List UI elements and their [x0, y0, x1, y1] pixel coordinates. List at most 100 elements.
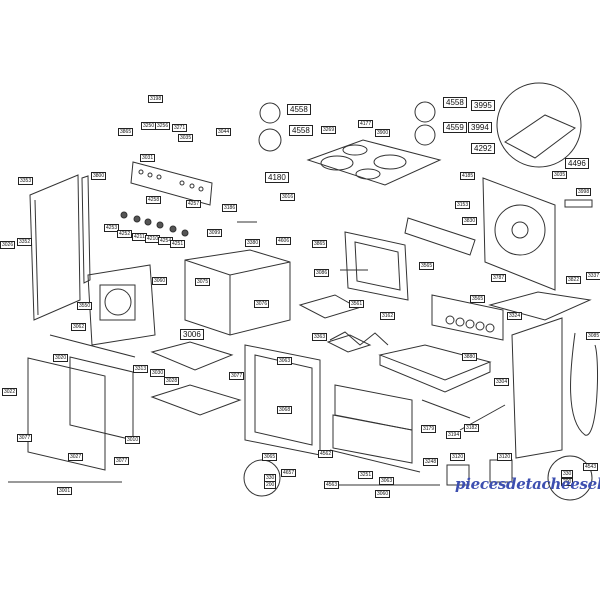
knobs [120, 211, 189, 237]
part-label: 3063 [379, 477, 395, 485]
part-label: 3026 [0, 241, 16, 249]
part-label: 4558 [289, 125, 313, 136]
power-cable [570, 332, 598, 436]
part-label: 4292 [471, 143, 495, 154]
part-label: 4543 [583, 463, 599, 471]
part-label: 3006 [180, 329, 204, 340]
part-label: 200 [561, 478, 574, 486]
part-label: 3353 [18, 177, 34, 185]
part-label: 4558 [443, 97, 467, 108]
top-frame [344, 231, 409, 301]
part-label: 3324 [507, 312, 523, 320]
left-side-frame [29, 174, 91, 321]
part-label: 3865 [118, 128, 134, 136]
part-label: 3880 [462, 353, 478, 361]
fan-cover [87, 264, 156, 346]
part-label: 3865 [312, 240, 328, 248]
rear-plate [404, 217, 476, 256]
pcb-detail-circle [496, 82, 582, 168]
part-label: 3256 [155, 122, 171, 130]
part-label: 3120 [450, 453, 466, 461]
part-label: 200 [264, 481, 277, 489]
part-label: 3022 [2, 388, 18, 396]
part-label: 4251 [170, 240, 186, 248]
part-label: 3186 [222, 204, 238, 212]
part-label: 3304 [494, 378, 510, 386]
part-label: 3182 [464, 424, 480, 432]
part-label: 3031 [140, 154, 156, 162]
part-label: 3198 [148, 95, 164, 103]
part-label: 3995 [471, 100, 495, 111]
part-label: 4177 [358, 120, 374, 128]
drawer-front [332, 384, 413, 464]
part-label: 3028 [164, 377, 180, 385]
part-label: 3565 [419, 262, 435, 270]
part-label: 3044 [216, 128, 232, 136]
watermark: piecesdetacheeselec.com [455, 475, 600, 493]
part-label: 3085 [586, 332, 600, 340]
part-label: 3035 [552, 171, 568, 179]
part-label: 3337 [586, 272, 600, 280]
part-label: 3550 [77, 302, 93, 310]
oven-cavity [184, 249, 291, 336]
part-label: 3030 [150, 369, 166, 377]
part-label: 3063 [277, 357, 293, 365]
part-label: 3060 [152, 277, 168, 285]
part-label: 3010 [125, 436, 141, 444]
back-panel-fan [482, 177, 556, 291]
blank-label-box [564, 199, 593, 208]
part-label: 3060 [375, 490, 391, 498]
part-label: 4559 [443, 122, 467, 133]
part-label: 4185 [460, 172, 476, 180]
part-label: 3027 [68, 453, 84, 461]
part-label: 4496 [565, 158, 589, 169]
part-label: 3035 [178, 134, 194, 142]
part-label: 3086 [314, 269, 330, 277]
burner-rings [258, 101, 436, 152]
part-label: 3248 [423, 458, 439, 466]
part-label: 3565 [470, 295, 486, 303]
glass-shelf [326, 334, 372, 353]
plinth [329, 449, 421, 473]
part-label: 3363 [312, 333, 328, 341]
part-label: 3822 [566, 276, 582, 284]
part-label: 3068 [277, 406, 293, 414]
front-control-plate [431, 294, 504, 341]
part-label: 3194 [446, 431, 462, 439]
part-label: 3077 [114, 457, 130, 465]
part-label: 4253 [104, 224, 120, 232]
part-label: 3251 [358, 471, 374, 479]
part-label: 3065 [262, 453, 278, 461]
part-label: 3787 [491, 274, 507, 282]
part-label: 3830 [462, 217, 478, 225]
part-label: 4558 [287, 104, 311, 115]
part-label: 3153 [455, 201, 471, 209]
part-label: 3077 [229, 372, 245, 380]
part-label: 4562 [318, 450, 334, 458]
part-label: 3120 [497, 453, 513, 461]
oven-trays [150, 341, 242, 416]
part-label: 3800 [91, 172, 107, 180]
part-label: 3994 [468, 122, 492, 133]
right-side-panel [511, 317, 563, 459]
part-label: 3998 [576, 188, 592, 196]
part-label: 3075 [195, 278, 211, 286]
part-label: 4180 [265, 172, 289, 183]
part-label: 330 [561, 470, 574, 478]
grill-element [298, 294, 389, 346]
part-label: 3271 [172, 124, 188, 132]
part-label: 4258 [146, 196, 162, 204]
door-glass [27, 334, 136, 471]
part-label: 3900 [375, 129, 391, 137]
part-label: 3162 [380, 312, 396, 320]
part-label: 4563 [324, 481, 340, 489]
part-label: 3352 [17, 238, 33, 246]
part-label: 3020 [53, 354, 69, 362]
detail-circle-right [547, 455, 593, 501]
part-label: 4606 [276, 237, 292, 245]
part-label: 4257 [186, 200, 202, 208]
part-label: 3062 [71, 323, 87, 331]
storage-drawer [378, 344, 492, 393]
